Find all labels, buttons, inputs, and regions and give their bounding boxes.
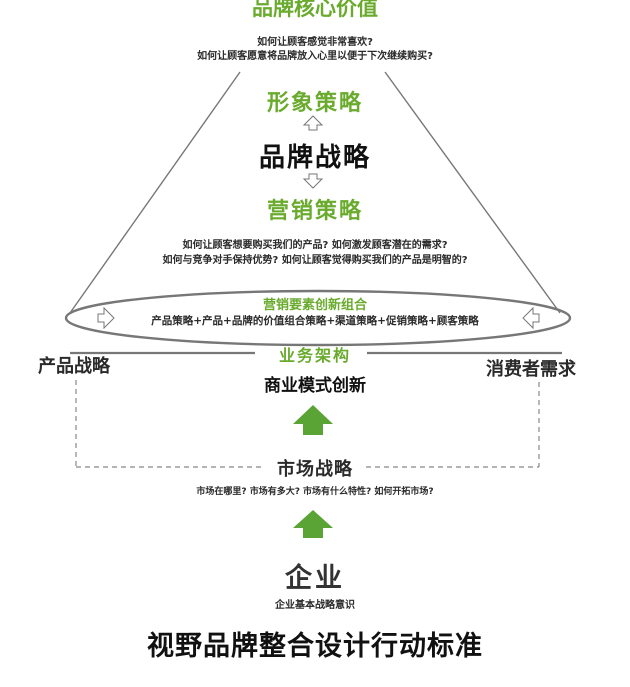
brand-core-value-title: 品牌核心价值 <box>252 0 378 20</box>
marketing-mix-items: 产品策略+产品+品牌的价值组合策略+渠道策略+促销策略+顾客策略 <box>151 315 479 327</box>
right-outline-arrow-icon <box>97 306 115 330</box>
green-up-arrow-icon <box>293 405 333 435</box>
market-questions: 市场在哪里? 市场有多大? 市场有什么特性? 如何开拓市场? <box>196 487 434 497</box>
funnel-left-line <box>69 71 241 314</box>
consumer-demand-label: 消费者需求 <box>486 359 576 380</box>
marketing-strategy-label: 营销策略 <box>266 199 363 224</box>
down-outline-arrow-icon <box>302 173 324 189</box>
enterprise-label: 企业 <box>285 563 345 594</box>
green-up-arrow-icon <box>293 510 333 538</box>
market-strategy-label: 市场战略 <box>277 459 353 480</box>
brand-strategy-label: 品牌战略 <box>258 143 371 173</box>
business-architecture-label: 业务架构 <box>278 346 351 365</box>
enterprise-subtitle: 企业基本战略意识 <box>275 600 355 611</box>
product-strategy-label: 产品战略 <box>38 356 110 377</box>
image-strategy-label: 形象策略 <box>266 91 363 116</box>
funnel-right-line <box>384 71 561 314</box>
business-model-innovation-label: 商业模式创新 <box>264 376 366 396</box>
top-question-2: 如何让顾客愿意将品牌放入心里以便于下次继续购买? <box>197 51 433 62</box>
top-question-1: 如何让顾客感觉非常喜欢? <box>257 37 373 48</box>
footer-title: 视野品牌整合设计行动标准 <box>147 631 483 662</box>
left-outline-arrow-icon <box>522 306 540 330</box>
funnel-question-1: 如何让顾客想要购买我们的产品? 如何激发顾客潜在的需求? <box>182 240 448 251</box>
marketing-mix-ellipse <box>64 289 572 347</box>
up-outline-arrow-icon <box>302 115 324 131</box>
marketing-mix-title: 营销要素创新组合 <box>262 298 367 313</box>
funnel-question-2: 如何与竞争对手保持优势? 如何让顾客觉得购买我们的产品是明智的? <box>162 255 468 266</box>
